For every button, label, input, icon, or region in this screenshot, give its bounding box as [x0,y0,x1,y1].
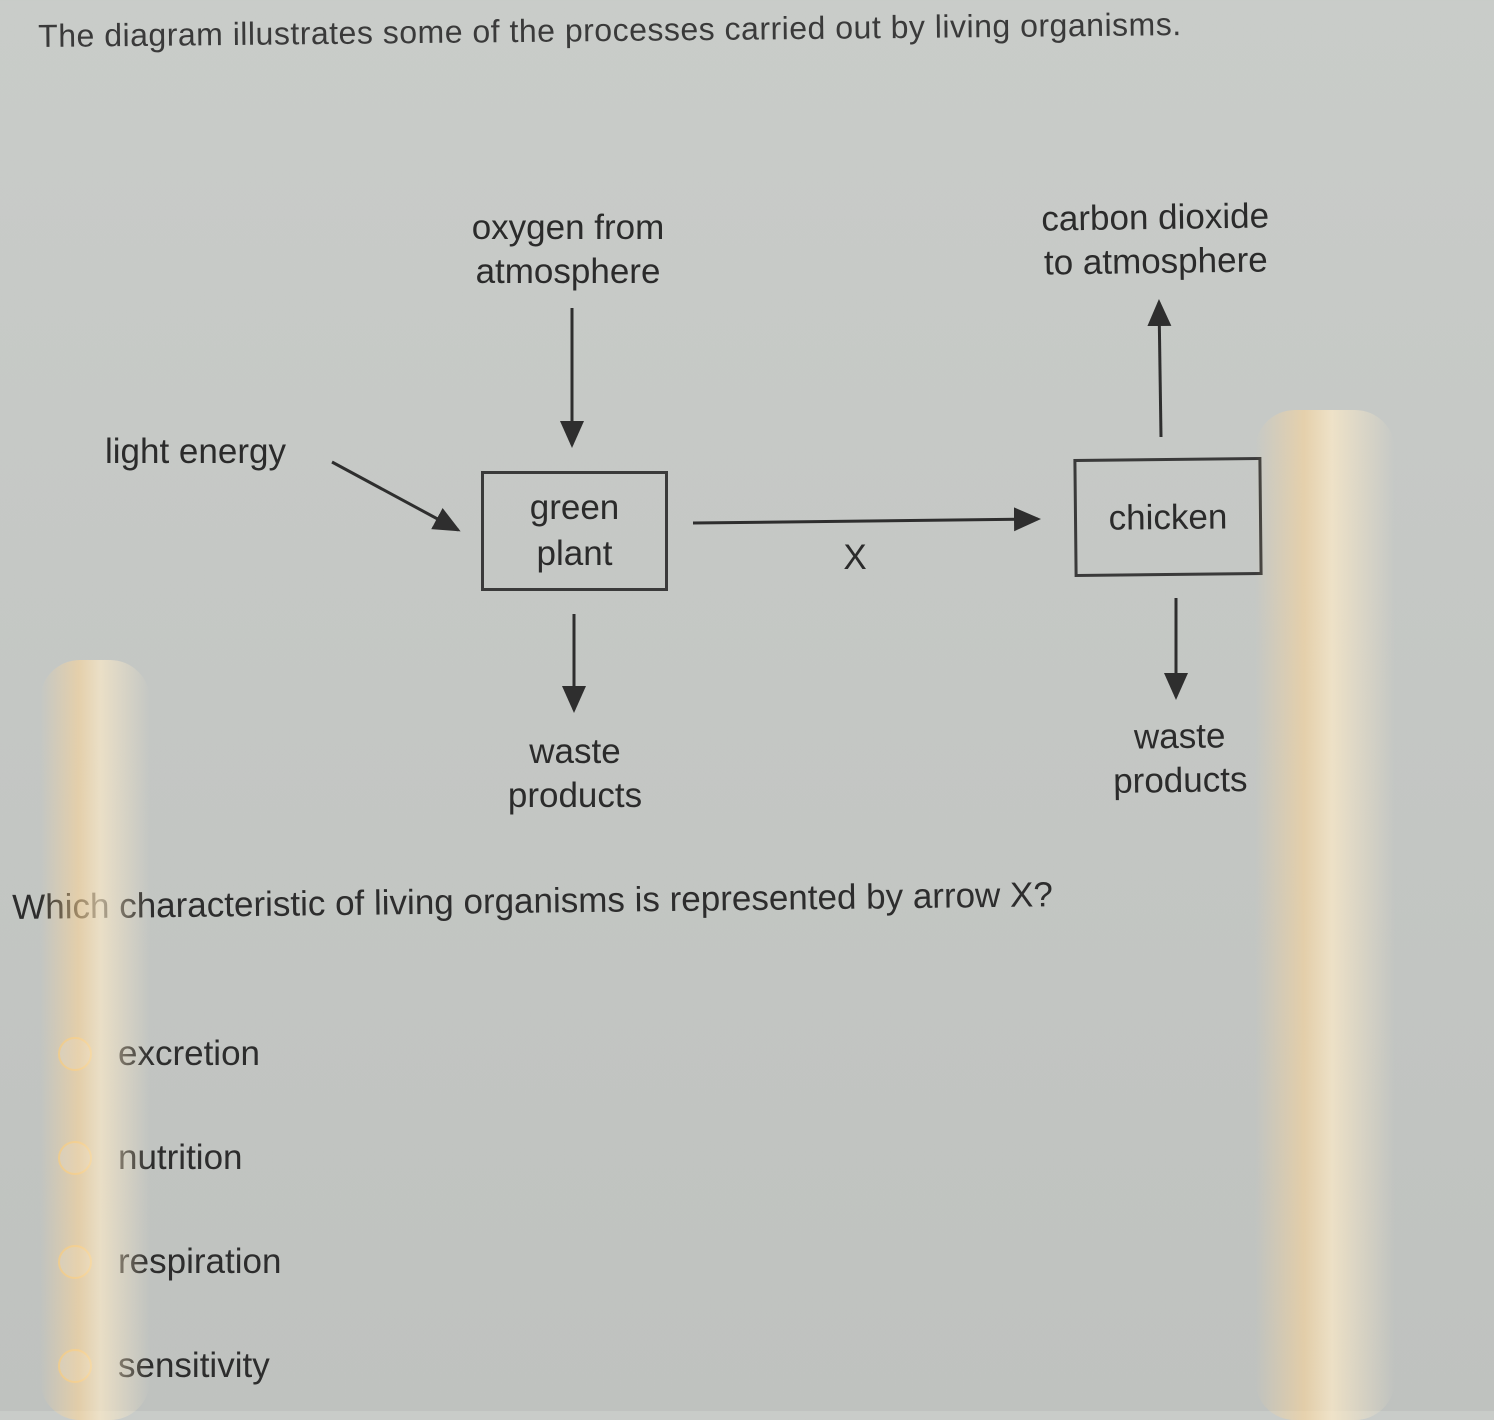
chicken-label: chicken [1108,497,1228,538]
plant-label-line2: plant [536,534,613,573]
light-energy-label: light energy [105,432,286,471]
diagram-arrows [331,299,1188,713]
co2-label: carbon dioxide to atmosphere [1017,194,1293,286]
option-label: sensitivity [118,1346,270,1385]
radio-circle-icon[interactable] [58,1245,92,1279]
plant-waste-line2: products [507,776,643,815]
plant-waste-label: waste products [470,730,680,818]
chicken-waste-label: waste products [1074,714,1285,805]
radio-circle-icon[interactable] [58,1349,92,1383]
light-arrow [331,460,461,532]
arrow-x [692,507,1041,532]
option-excretion[interactable]: excretion [58,1032,260,1076]
radio-circle-icon[interactable] [58,1037,92,1071]
option-nutrition[interactable]: nutrition [58,1136,243,1180]
plant-waste-line1: waste [529,732,621,771]
option-label: excretion [118,1034,261,1073]
question-text: Which characteristic of living organisms… [12,875,1054,927]
radio-circle-icon[interactable] [58,1141,92,1175]
arrow-x-label: X [843,538,867,577]
option-label: respiration [118,1242,282,1281]
co2-arrow [1147,299,1172,438]
option-respiration[interactable]: respiration [58,1240,281,1284]
oxygen-label: oxygen from atmosphere [448,206,688,294]
green-plant-box: green plant [481,471,668,591]
co2-label-line2: to atmosphere [1043,240,1268,283]
co2-label-line1: carbon dioxide [1041,196,1270,239]
chicken-waste-line2: products [1112,760,1248,801]
option-sensitivity[interactable]: sensitivity [58,1344,270,1388]
plant-label-line1: green [529,488,620,527]
oxygen-label-line2: atmosphere [475,252,661,291]
chicken-waste-line1: waste [1133,716,1226,757]
process-diagram: oxygen from atmosphere carbon dioxide to… [105,194,1293,818]
chicken-box: chicken [1073,457,1263,577]
oxygen-label-line1: oxygen from [471,208,665,247]
option-label: nutrition [118,1138,243,1177]
